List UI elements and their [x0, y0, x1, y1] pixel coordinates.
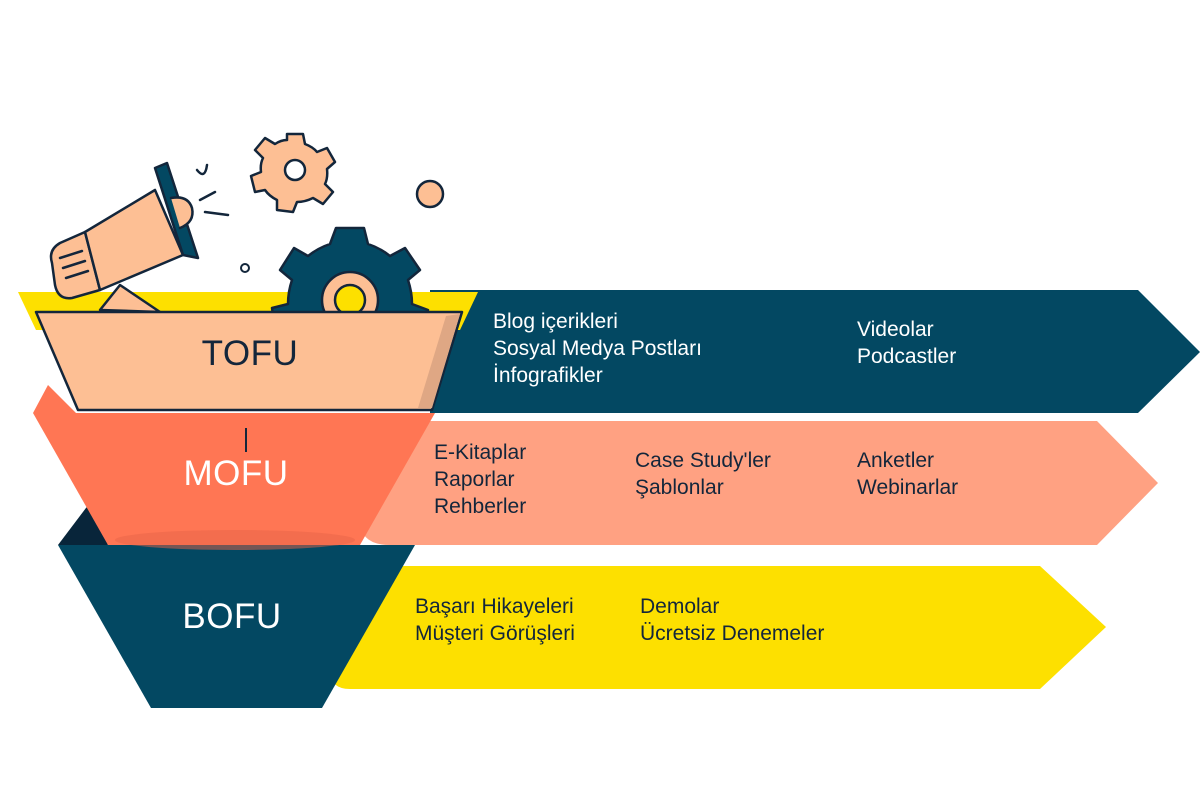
mofu-funnel-segment	[33, 413, 435, 545]
tofu-column-1: Blog içerikleri Sosyal Medya Postları İn…	[493, 308, 702, 389]
bofu-column-1: Başarı Hikayeleri Müşteri Görüşleri	[415, 593, 575, 647]
list-item: Podcastler	[857, 345, 957, 368]
list-item: Rehberler	[434, 495, 527, 518]
tofu-column-2: Videolar Podcastler	[857, 316, 956, 370]
mofu-arrow	[360, 421, 1158, 545]
tofu-arrow	[430, 290, 1200, 413]
tofu-label: TOFU	[201, 334, 299, 373]
mofu-column-2: Case Study'ler Şablonlar	[635, 447, 771, 501]
gear-icon	[249, 132, 337, 214]
mofu-column-1: E-Kitaplar Raporlar Rehberler	[434, 439, 526, 520]
list-item: Şablonlar	[635, 476, 724, 499]
list-item: Case Study'ler	[635, 449, 771, 472]
bofu-arrow	[330, 566, 1106, 689]
list-item: Sosyal Medya Postları	[493, 337, 702, 360]
mofu-label: MOFU	[183, 454, 289, 493]
list-item: Başarı Hikayeleri	[415, 595, 574, 618]
list-item: Webinarlar	[857, 476, 959, 499]
list-item: Raporlar	[434, 468, 515, 491]
tofu-funnel-segment	[34, 310, 464, 412]
list-item: Anketler	[857, 449, 935, 472]
bofu-funnel-segment	[58, 545, 415, 708]
bofu-column-2: Demolar Ücretsiz Denemeler	[640, 593, 824, 647]
bubble-icon	[415, 179, 445, 209]
list-item: Demolar	[640, 595, 720, 618]
megaphone-icon	[49, 161, 230, 314]
list-item: Blog içerikleri	[493, 310, 618, 333]
list-item: Videolar	[857, 318, 934, 341]
list-item: E-Kitaplar	[434, 441, 527, 464]
list-item: İnfografikler	[493, 364, 603, 387]
bubble-icon	[240, 263, 250, 273]
mofu-column-3: Anketler Webinarlar	[857, 447, 958, 501]
bofu-label: BOFU	[182, 597, 282, 636]
list-item: Müşteri Görüşleri	[415, 622, 575, 645]
list-item: Ücretsiz Denemeler	[640, 622, 825, 645]
